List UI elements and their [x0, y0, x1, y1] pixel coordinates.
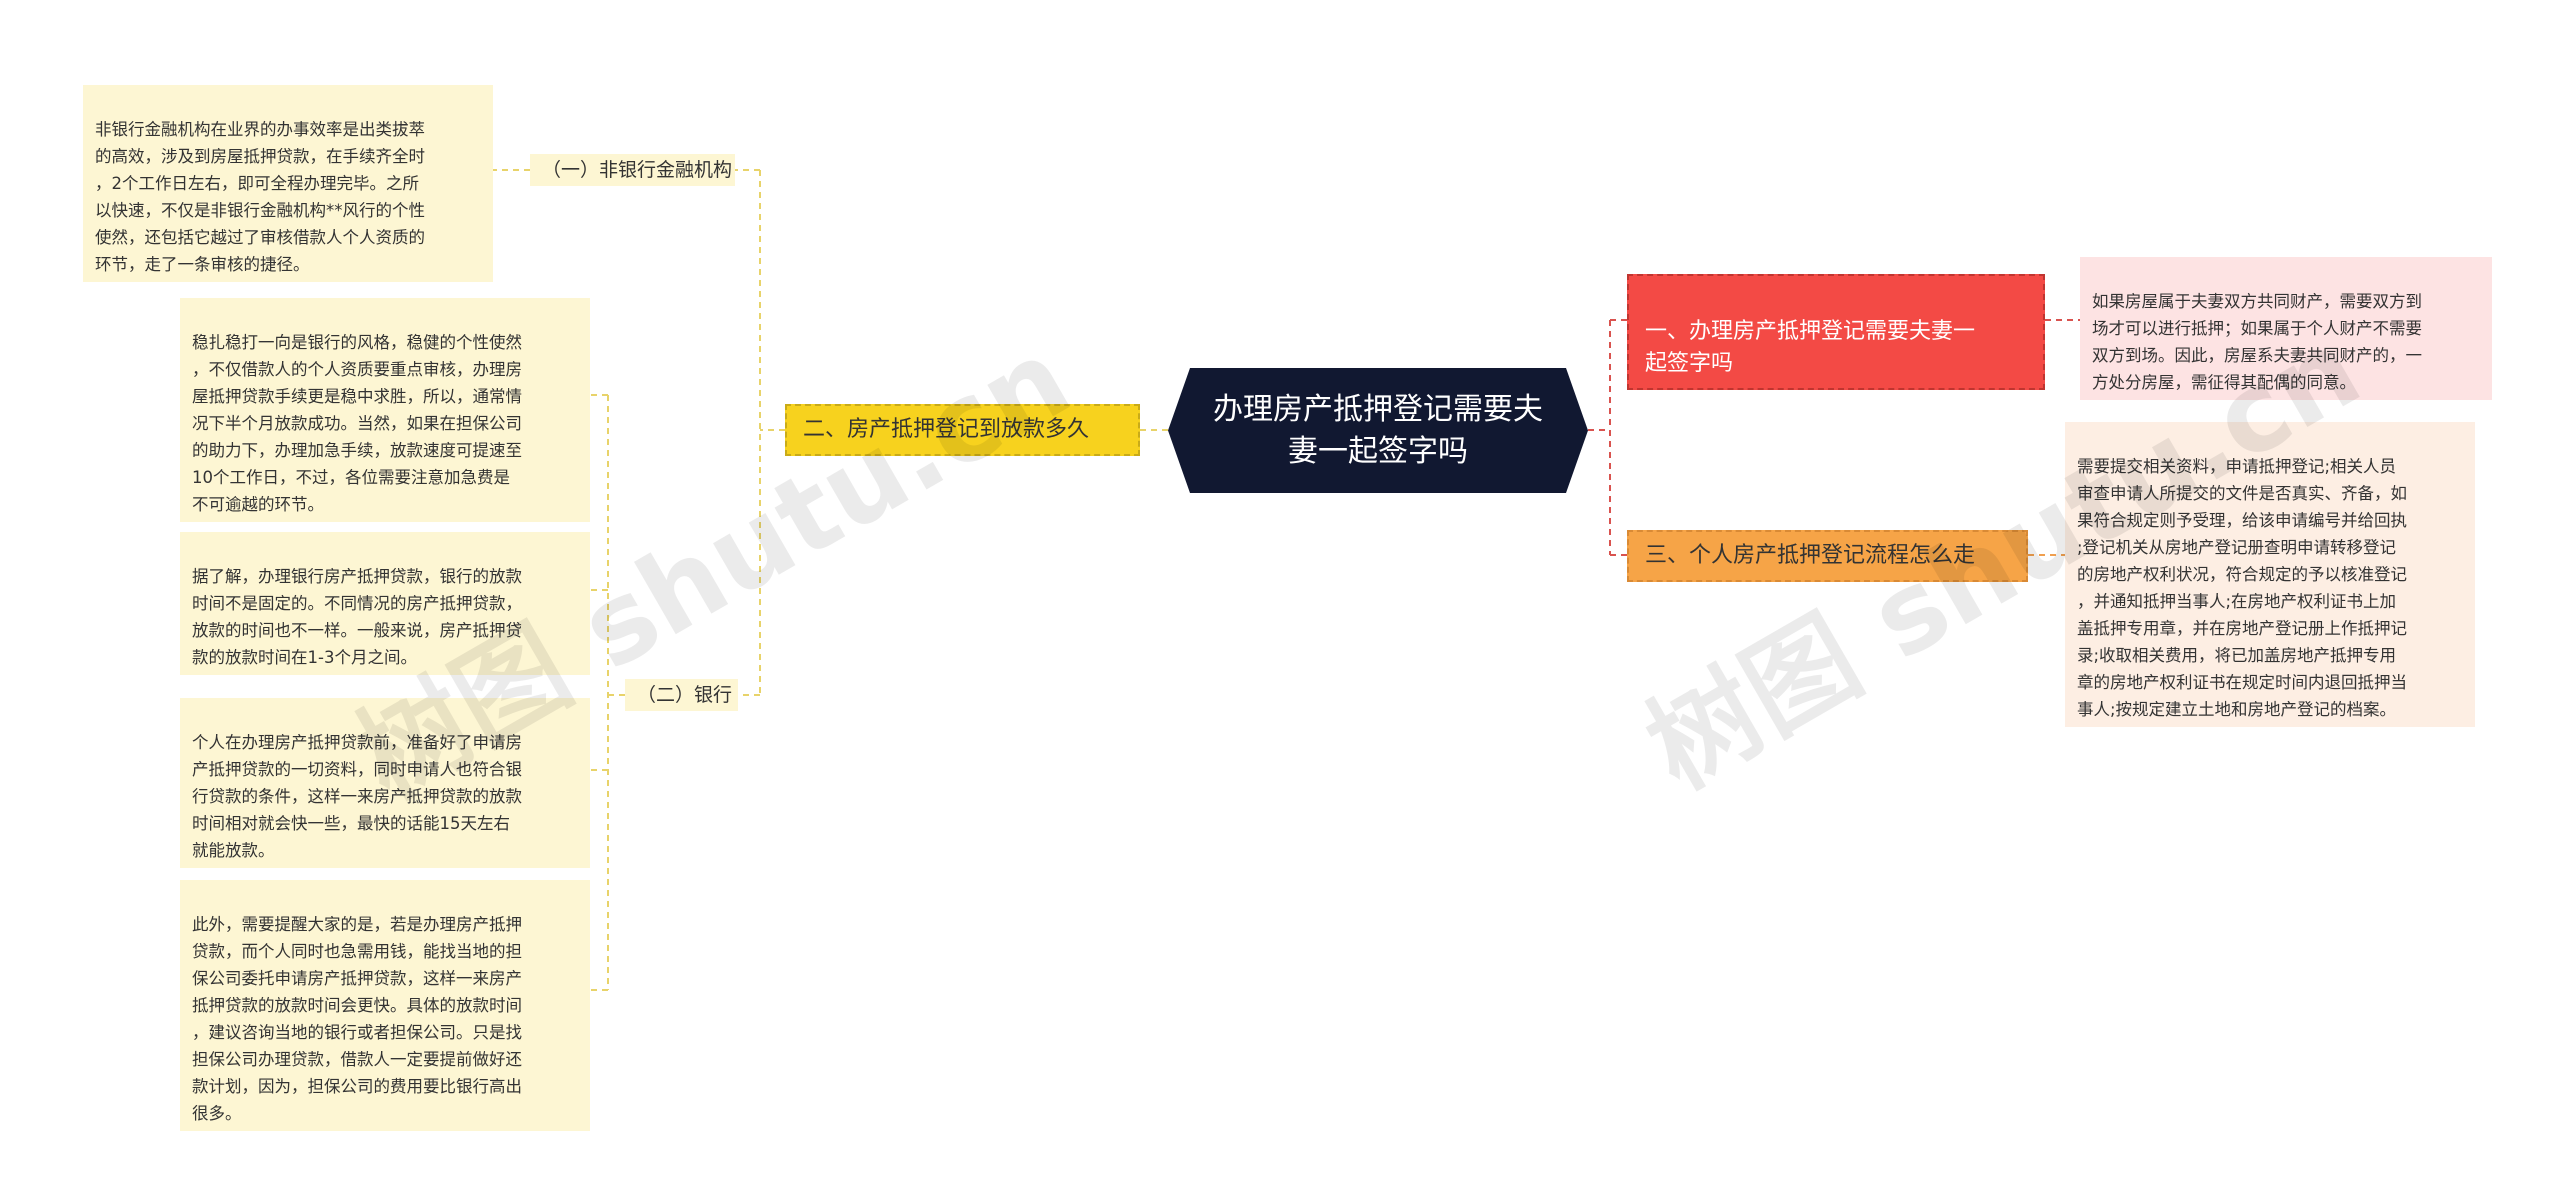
- root-topic[interactable]: 办理房产抵押登记需要夫妻一起签字吗: [1168, 368, 1588, 493]
- leaf-bank-4: 此外，需要提醒大家的是，若是办理房产抵押 贷款，而个人同时也急需用钱，能找当地的…: [180, 880, 590, 1131]
- leaf-process: 需要提交相关资料，申请抵押登记;相关人员 审查申请人所提交的文件是否真实、齐备，…: [2065, 422, 2475, 727]
- branch-process-label: 三、个人房产抵押登记流程怎么走: [1645, 543, 1976, 568]
- connector-sub2-leaves: [590, 394, 625, 991]
- leaf-process-text: 需要提交相关资料，申请抵押登记;相关人员 审查申请人所提交的文件是否真实、齐备，…: [2077, 457, 2407, 719]
- branch-spouse-sign[interactable]: 一、办理房产抵押登记需要夫妻一 起签字吗: [1627, 274, 2045, 390]
- leaf-bank-3-text: 个人在办理房产抵押贷款前，准备好了申请房 产抵押贷款的一切资料，同时申请人也符合…: [192, 733, 522, 860]
- leaf-bank-1-text: 稳扎稳打一向是银行的风格，稳健的个性使然 ，不仅借款人的个人资质要重点审核，办理…: [192, 333, 522, 514]
- leaf-nonbank: 非银行金融机构在业界的办事效率是出类拔萃 的高效，涉及到房屋抵押贷款，在手续齐全…: [83, 85, 493, 282]
- branch-loan-time[interactable]: 二、房产抵押登记到放款多久: [785, 404, 1140, 456]
- leaf-spouse-sign: 如果房屋属于夫妻双方共同财产，需要双方到 场才可以进行抵押；如果属于个人财产不需…: [2080, 257, 2492, 400]
- sub-nonbank[interactable]: （一）非银行金融机构: [530, 154, 735, 186]
- leaf-bank-2: 据了解，办理银行房产抵押贷款，银行的放款 时间不是固定的。不同情况的房产抵押贷款…: [180, 532, 590, 675]
- connector-left-subs: [735, 169, 785, 696]
- sub-nonbank-label: （一）非银行金融机构: [542, 159, 733, 181]
- connector-root-right: [1588, 319, 1627, 556]
- sub-bank[interactable]: （二）银行: [625, 679, 738, 711]
- root-title: 办理房产抵押登记需要夫妻一起签字吗: [1213, 391, 1543, 469]
- branch-process[interactable]: 三、个人房产抵押登记流程怎么走: [1627, 530, 2028, 582]
- sub-bank-label: （二）银行: [637, 684, 733, 706]
- leaf-bank-3: 个人在办理房产抵押贷款前，准备好了申请房 产抵押贷款的一切资料，同时申请人也符合…: [180, 698, 590, 868]
- leaf-bank-2-text: 据了解，办理银行房产抵押贷款，银行的放款 时间不是固定的。不同情况的房产抵押贷款…: [192, 567, 522, 667]
- leaf-bank-4-text: 此外，需要提醒大家的是，若是办理房产抵押 贷款，而个人同时也急需用钱，能找当地的…: [192, 915, 522, 1123]
- branch-loan-time-label: 二、房产抵押登记到放款多久: [803, 417, 1090, 442]
- branch-spouse-sign-label: 一、办理房产抵押登记需要夫妻一 起签字吗: [1645, 319, 1976, 376]
- leaf-bank-1: 稳扎稳打一向是银行的风格，稳健的个性使然 ，不仅借款人的个人资质要重点审核，办理…: [180, 298, 590, 522]
- leaf-nonbank-text: 非银行金融机构在业界的办事效率是出类拔萃 的高效，涉及到房屋抵押贷款，在手续齐全…: [95, 120, 425, 274]
- leaf-spouse-sign-text: 如果房屋属于夫妻双方共同财产，需要双方到 场才可以进行抵押；如果属于个人财产不需…: [2092, 292, 2422, 392]
